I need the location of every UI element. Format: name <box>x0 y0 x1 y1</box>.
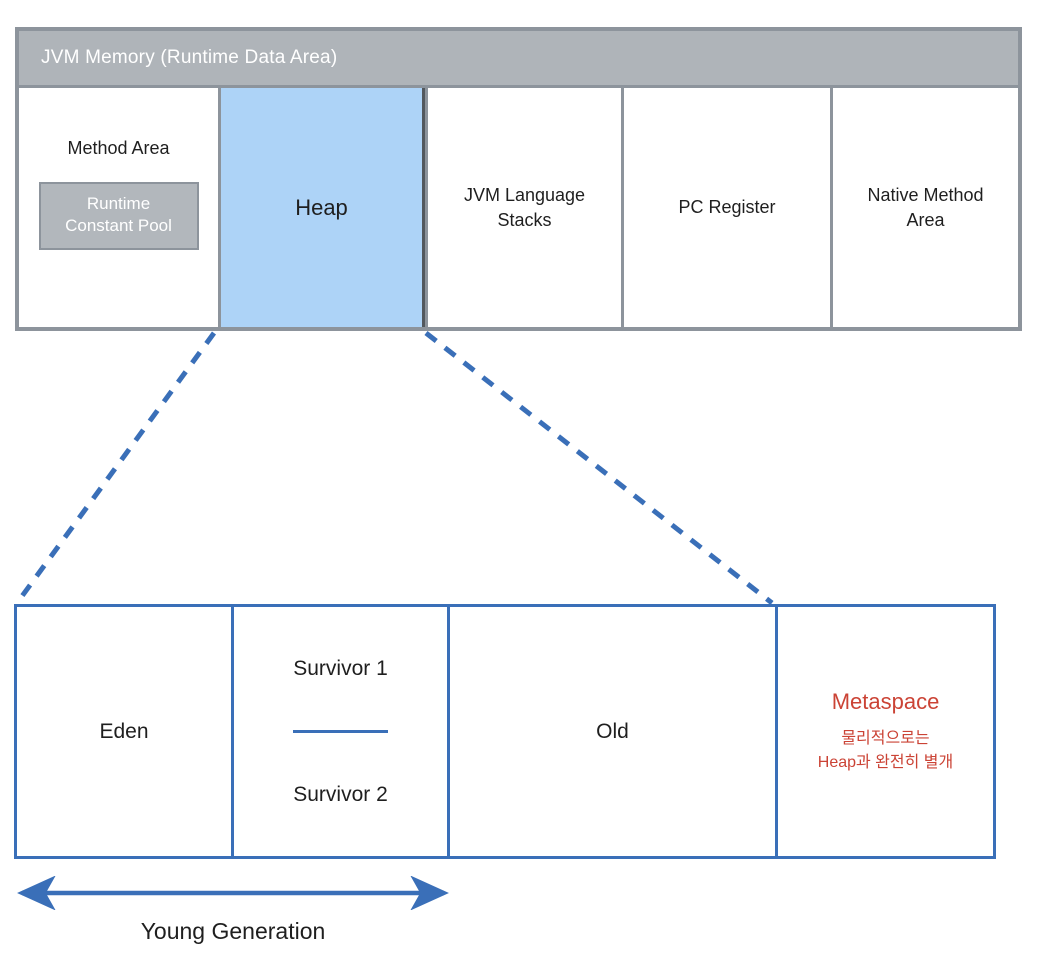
connector-line-left <box>14 331 217 605</box>
connector-line-right <box>424 331 774 605</box>
heap-region-survivor-2[interactable]: Survivor 2 <box>293 730 388 856</box>
young-generation-arrow <box>17 876 449 910</box>
heap-region-survivor-1-label: Survivor 1 <box>293 656 388 680</box>
metaspace-note-line2: Heap과 완전히 별개 <box>817 753 954 771</box>
jvm-memory-header: JVM Memory (Runtime Data Area) <box>19 31 1018 88</box>
heap-region-survivors: Survivor 1 Survivor 2 <box>231 607 447 856</box>
heap-region-eden[interactable]: Eden <box>17 607 231 856</box>
jvm-memory-container: JVM Memory (Runtime Data Area) Method Ar… <box>15 27 1022 331</box>
heap-region-metaspace-label: Metaspace <box>831 689 940 715</box>
runtime-constant-pool-label-line2: Constant Pool <box>65 216 172 236</box>
region-heap[interactable]: Heap <box>218 88 425 327</box>
runtime-constant-pool-label-line1: Runtime <box>86 194 151 214</box>
region-jvm-language-stacks-label-line1: JVM Language <box>463 185 586 206</box>
heap-region-metaspace[interactable]: Metaspace 물리적으로는 Heap과 완전히 별개 <box>775 607 993 856</box>
heap-region-eden-label: Eden <box>99 719 149 743</box>
metaspace-note-line1: 물리적으로는 <box>841 730 930 748</box>
region-native-method-area-label-line2: Area <box>906 209 945 230</box>
heap-region-survivor-1[interactable]: Survivor 1 <box>293 607 388 730</box>
heap-region-old-label: Old <box>596 719 629 743</box>
region-native-method-area[interactable]: Native Method Area <box>830 88 1018 327</box>
region-pc-register[interactable]: PC Register <box>621 88 830 327</box>
jvm-memory-regions-row: Method Area Runtime Constant Pool Heap J… <box>19 88 1018 327</box>
heap-region-survivor-2-label: Survivor 2 <box>293 782 388 806</box>
jvm-memory-title: JVM Memory (Runtime Data Area) <box>41 47 338 68</box>
heap-region-old[interactable]: Old <box>447 607 775 856</box>
region-method-area[interactable]: Method Area Runtime Constant Pool <box>19 88 218 327</box>
heap-detail-container: Eden Survivor 1 Survivor 2 Old Metaspace… <box>14 604 996 859</box>
region-method-area-label: Method Area <box>67 138 170 158</box>
young-generation-label: Young Generation <box>140 918 326 944</box>
region-native-method-area-label-line1: Native Method <box>867 185 984 206</box>
region-pc-register-label: PC Register <box>678 197 776 218</box>
region-jvm-language-stacks[interactable]: JVM Language Stacks <box>425 88 621 327</box>
region-jvm-language-stacks-label-line2: Stacks <box>497 209 552 230</box>
runtime-constant-pool-box[interactable]: Runtime Constant Pool <box>38 182 199 251</box>
region-heap-label: Heap <box>295 194 348 220</box>
